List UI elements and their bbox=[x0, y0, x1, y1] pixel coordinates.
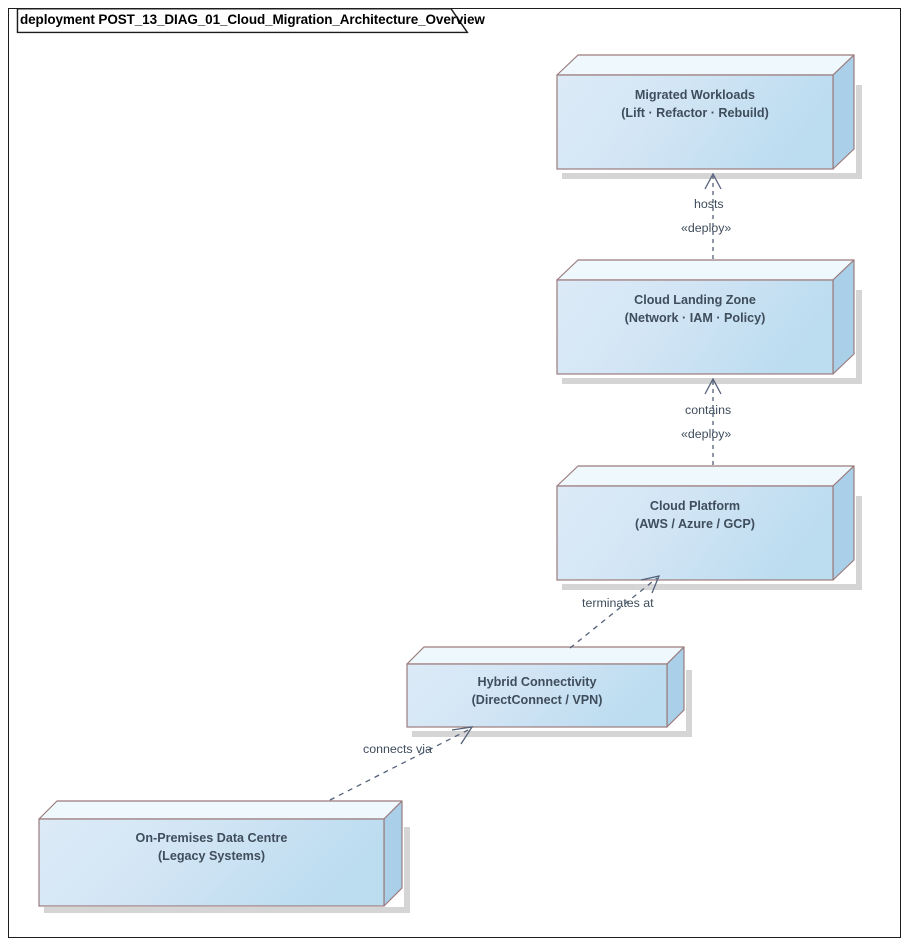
node-cloud-landing-zone[interactable]: Cloud Landing Zone (Network · IAM · Poli… bbox=[556, 259, 862, 384]
connector-stereotype-hosts: «deploy» bbox=[681, 221, 732, 235]
node-3d-shape-icon bbox=[38, 800, 410, 913]
node-3d-shape-icon bbox=[556, 259, 862, 384]
connector-stereotype-contains: «deploy» bbox=[681, 427, 732, 441]
connector-label-contains: contains bbox=[685, 403, 732, 417]
node-hybrid-connectivity[interactable]: Hybrid Connectivity (DirectConnect / VPN… bbox=[406, 646, 692, 738]
node-3d-shape-icon bbox=[406, 646, 692, 737]
node-3d-shape-icon bbox=[556, 465, 862, 590]
diagram-title-label: deployment POST_13_DIAG_01_Cloud_Migrati… bbox=[20, 12, 485, 27]
connector-label-connects-via: connects via bbox=[363, 742, 432, 756]
node-cloud-platform[interactable]: Cloud Platform (AWS / Azure / GCP) bbox=[556, 465, 862, 590]
connector-label-terminates-at: terminates at bbox=[582, 596, 654, 610]
connector-label-hosts: hosts bbox=[694, 197, 724, 211]
node-3d-shape-icon bbox=[556, 54, 862, 179]
node-on-premises-data-centre[interactable]: On-Premises Data Centre (Legacy Systems) bbox=[38, 800, 410, 914]
node-migrated-workloads[interactable]: Migrated Workloads (Lift · Refactor · Re… bbox=[556, 54, 862, 179]
tab-shape-icon bbox=[16, 8, 469, 34]
